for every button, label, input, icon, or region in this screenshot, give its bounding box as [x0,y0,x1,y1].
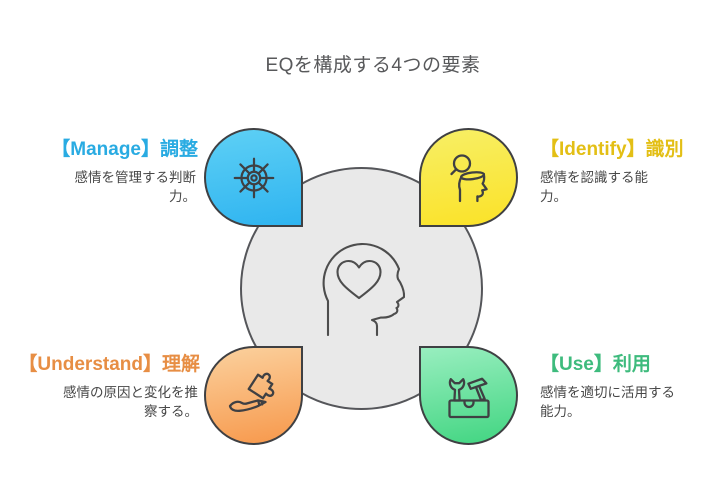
desc-line: 力。 [540,189,567,205]
petal-manage [204,128,303,227]
section-block-manage: 【Manage】調整 感情を管理する判断 力。 [0,134,198,206]
desc-line: 察する。 [144,404,198,420]
section-desc-understand: 感情の原因と変化を推 察する。 [0,383,198,421]
desc-line: 力。 [169,189,196,205]
desc-line: 感情を認識する能 [540,170,648,185]
section-desc-identify: 感情を認識する能 力。 [540,168,718,206]
section-desc-manage: 感情を管理する判断 力。 [0,168,197,206]
section-title-understand: 【Understand】理解 [18,354,200,375]
section-title-use: 【Use】利用 [540,354,651,375]
magnifier-open-head-icon [446,153,492,203]
page-title: EQを構成する4つの要素 [265,55,481,76]
hand-puzzle-icon [227,371,281,421]
petal-identify [419,128,518,227]
desc-line: 感情を適切に活用する [540,385,675,400]
section-block-use: 【Use】利用 感情を適切に活用する 能力。 [540,349,722,421]
desc-line: 能力。 [540,404,581,420]
section-title-manage: 【Manage】調整 [51,139,198,160]
section-title-identify: 【Identify】識別 [540,139,684,160]
section-desc-use: 感情を適切に活用する 能力。 [540,383,722,421]
toolbox-icon [444,372,494,420]
section-block-understand: 【Understand】理解 感情の原因と変化を推 察する。 [0,349,200,421]
section-block-identify: 【Identify】識別 感情を認識する能 力。 [540,134,718,206]
petal-use [419,346,518,445]
desc-line: 感情を管理する判断 [74,170,197,185]
desc-line: 感情の原因と変化を推 [63,385,198,400]
petal-understand [204,346,303,445]
ship-helm-icon [229,153,279,203]
head-with-heart-icon [321,239,406,341]
